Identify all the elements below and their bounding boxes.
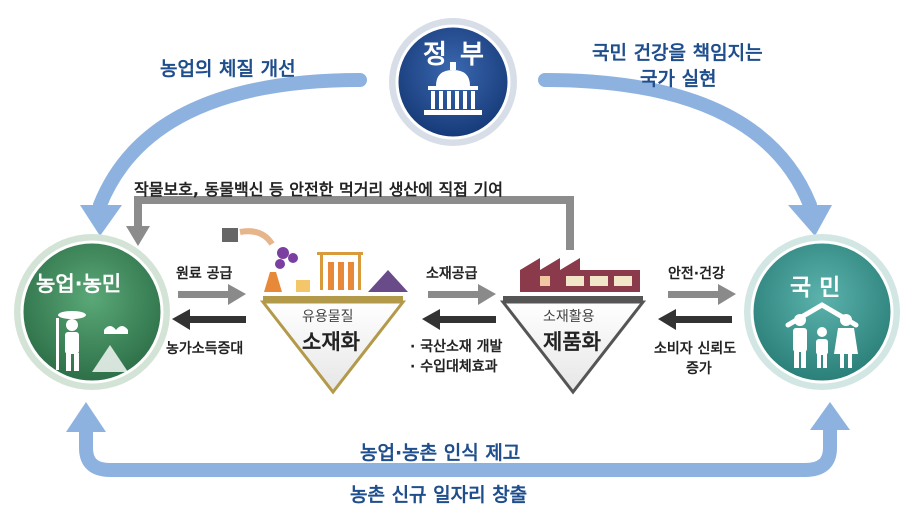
arrow-consumer-trust <box>658 309 732 330</box>
bottom-text-2: 농촌 신규 일자리 창출 <box>350 484 528 506</box>
box1-main: 소재화 <box>302 330 360 354</box>
top-right-line-1: 국민 건강을 책임지는 <box>592 42 763 64</box>
label-safety-health: 안전·건강 <box>668 266 725 282</box>
label-farm-income: 농가소득증대 <box>166 341 244 357</box>
label-raw-supply: 원료 공급 <box>176 266 233 282</box>
arrow-material-supply <box>428 284 496 305</box>
arrow-raw-supply <box>178 284 246 305</box>
arrow-safety-health <box>668 284 736 305</box>
label-material-supply: 소재공급 <box>426 266 478 282</box>
box1-sub: 유용물질 <box>302 309 354 325</box>
government-title: 정 부 <box>423 40 486 70</box>
arrow-contribution-gray <box>126 196 574 250</box>
label-domestic-1: · 국산소재 개발 <box>410 339 503 355</box>
top-right-line-2: 국가 실현 <box>640 68 717 90</box>
arrow-domestic <box>422 309 496 330</box>
box2-main: 제품화 <box>543 330 601 354</box>
arrow-gov-to-farmers <box>80 73 367 236</box>
family-icon <box>785 302 859 368</box>
materialization-box <box>222 228 408 395</box>
bottom-text-1: 농업·농촌 인식 제고 <box>360 442 521 464</box>
productization-box <box>499 258 647 395</box>
top-left-text: 농업의 체질 개선 <box>160 58 296 80</box>
label-consumer-trust-2: 증가 <box>686 361 712 377</box>
middle-banner: 작물보호, 동물백신 등 안전한 먹거리 생산에 직접 기여 <box>134 180 503 199</box>
arrow-bottom-loop <box>66 402 850 477</box>
farmers-circle <box>14 234 170 390</box>
label-consumer-trust-1: 소비자 신뢰도 <box>654 341 737 357</box>
box2-sub: 소재활용 <box>543 309 595 325</box>
farmers-title: 농업·농민 <box>36 272 122 296</box>
arrow-farm-income <box>172 309 246 330</box>
factory-icon <box>520 258 640 292</box>
lab-icon <box>222 228 408 292</box>
capitol-icon <box>424 62 482 115</box>
arrow-gov-to-citizens <box>538 73 832 236</box>
farmer-icon <box>56 311 128 372</box>
citizens-circle <box>744 234 900 390</box>
government-circle <box>389 18 517 146</box>
label-domestic-2: · 수입대체효과 <box>410 359 498 375</box>
citizens-title: 국 민 <box>790 275 841 301</box>
